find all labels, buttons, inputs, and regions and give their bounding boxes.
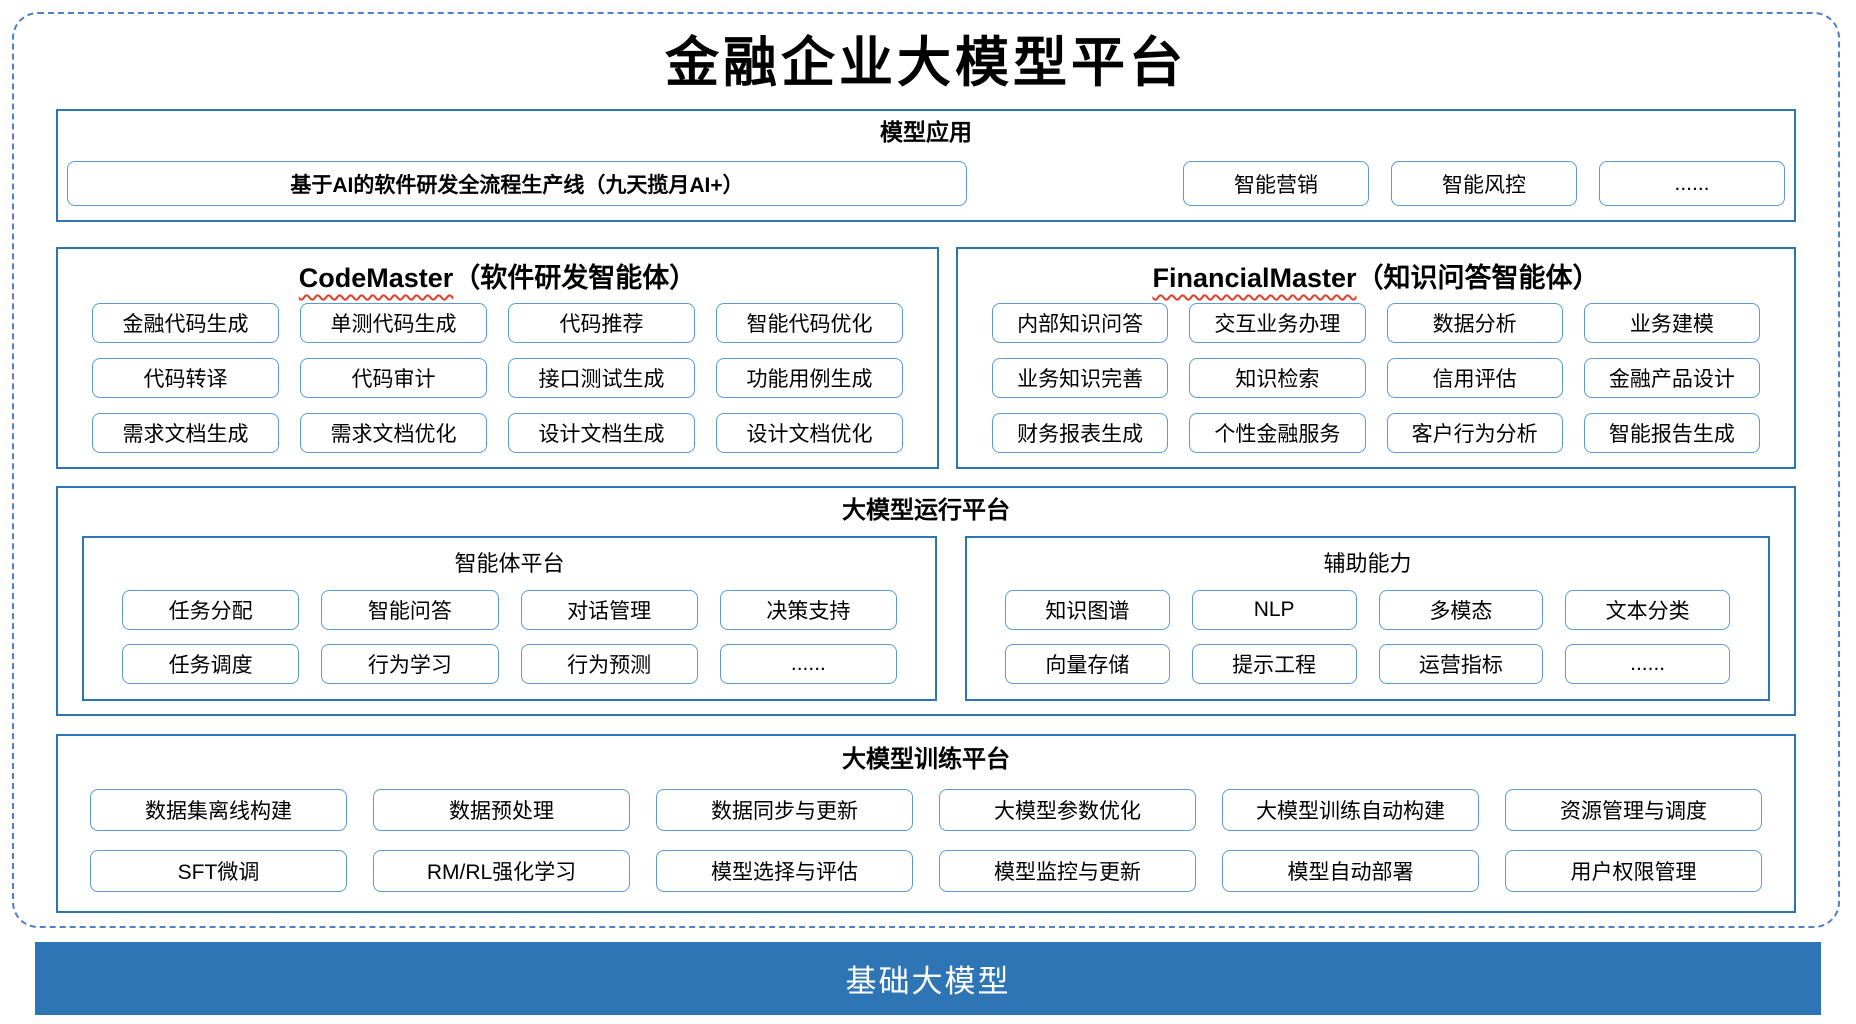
codemaster-item: 接口测试生成 — [508, 358, 695, 398]
training-item: SFT微调 — [90, 850, 347, 892]
model-apps-row: 基于AI的软件研发全流程生产线（九天揽月AI+） 智能营销 智能风控 .....… — [58, 161, 1794, 206]
training-item: 资源管理与调度 — [1505, 789, 1762, 831]
page-title: 金融企业大模型平台 — [665, 30, 1187, 94]
runtime-platform-title: 大模型运行平台 — [842, 497, 1010, 524]
codemaster-grid: 金融代码生成 单测代码生成 代码推荐 智能代码优化 代码转译 代码审计 接口测试… — [58, 295, 937, 453]
agent-platform-item: 任务调度 — [122, 644, 300, 684]
aux-capabilities-grid: 知识图谱 NLP 多模态 文本分类 向量存储 提示工程 运营指标 ...... — [967, 578, 1768, 684]
agent-platform-grid: 任务分配 智能问答 对话管理 决策支持 任务调度 行为学习 行为预测 .....… — [84, 578, 935, 684]
aux-capability-item: 向量存储 — [1005, 644, 1170, 684]
section-financialmaster: FinancialMaster（知识问答智能体） 内部知识问答 交互业务办理 数… — [956, 247, 1796, 469]
training-item: 模型监控与更新 — [939, 850, 1196, 892]
app-item: ...... — [1599, 161, 1785, 206]
financialmaster-item: 数据分析 — [1386, 303, 1563, 343]
agent-platform-title: 智能体平台 — [454, 551, 565, 576]
base-model-bar: 基础大模型 — [35, 942, 1821, 1015]
training-platform-grid: 数据集离线构建 数据预处理 数据同步与更新 大模型参数优化 大模型训练自动构建 … — [58, 775, 1794, 892]
aux-capability-item: ...... — [1565, 644, 1730, 684]
financialmaster-item: 财务报表生成 — [992, 413, 1169, 453]
training-item: 数据同步与更新 — [656, 789, 913, 831]
financialmaster-grid: 内部知识问答 交互业务办理 数据分析 业务建模 业务知识完善 知识检索 信用评估… — [958, 295, 1794, 453]
financialmaster-title-suffix: （知识问答智能体） — [1356, 263, 1600, 293]
section-training-platform: 大模型训练平台 数据集离线构建 数据预处理 数据同步与更新 大模型参数优化 大模… — [56, 734, 1796, 913]
platform-dashed-frame: 金融企业大模型平台 模型应用 基于AI的软件研发全流程生产线（九天揽月AI+） … — [12, 12, 1840, 928]
codemaster-item: 需求文档生成 — [92, 413, 279, 453]
aux-capability-item: 运营指标 — [1378, 644, 1544, 684]
codemaster-item: 智能代码优化 — [716, 303, 903, 343]
codemaster-item: 代码推荐 — [508, 303, 695, 343]
codemaster-title-suffix: （软件研发智能体） — [453, 263, 697, 293]
aux-capability-item: 提示工程 — [1191, 644, 1357, 684]
aux-capability-item: 多模态 — [1378, 590, 1544, 630]
training-item: 数据集离线构建 — [90, 789, 347, 831]
financialmaster-title-latin: FinancialMaster — [1152, 263, 1357, 293]
codemaster-item: 需求文档优化 — [300, 413, 487, 453]
training-item: RM/RL强化学习 — [373, 850, 630, 892]
app-item: 智能营销 — [1183, 161, 1369, 206]
agent-platform-item: 行为学习 — [321, 644, 499, 684]
app-item-ai-pipeline: 基于AI的软件研发全流程生产线（九天揽月AI+） — [67, 161, 967, 206]
financialmaster-item: 知识检索 — [1189, 358, 1366, 398]
training-item: 大模型参数优化 — [939, 789, 1196, 831]
codemaster-item: 代码审计 — [300, 358, 487, 398]
financialmaster-item: 金融产品设计 — [1583, 358, 1760, 398]
financialmaster-item: 智能报告生成 — [1583, 413, 1760, 453]
aux-capability-item: 知识图谱 — [1005, 590, 1170, 630]
financialmaster-title: FinancialMaster（知识问答智能体） — [958, 249, 1794, 295]
aux-capability-item: 文本分类 — [1565, 590, 1730, 630]
financialmaster-item: 业务建模 — [1583, 303, 1760, 343]
agent-platform-item: 智能问答 — [321, 590, 499, 630]
agent-platform-item: ...... — [719, 644, 897, 684]
codemaster-item: 功能用例生成 — [716, 358, 903, 398]
financialmaster-item: 信用评估 — [1386, 358, 1563, 398]
agents-row: CodeMaster（软件研发智能体） 金融代码生成 单测代码生成 代码推荐 智… — [56, 247, 1796, 469]
codemaster-item: 设计文档生成 — [508, 413, 695, 453]
agent-platform-item: 任务分配 — [122, 590, 300, 630]
codemaster-item: 金融代码生成 — [92, 303, 279, 343]
financialmaster-item: 个性金融服务 — [1189, 413, 1366, 453]
training-item: 大模型训练自动构建 — [1222, 789, 1479, 831]
codemaster-title-latin: CodeMaster — [298, 263, 454, 293]
codemaster-title: CodeMaster（软件研发智能体） — [58, 249, 937, 295]
financialmaster-item: 内部知识问答 — [992, 303, 1169, 343]
financialmaster-item: 业务知识完善 — [992, 358, 1169, 398]
training-item: 模型选择与评估 — [656, 850, 913, 892]
subsection-agent-platform: 智能体平台 任务分配 智能问答 对话管理 决策支持 任务调度 行为学习 行为预测… — [82, 536, 937, 701]
codemaster-item: 设计文档优化 — [716, 413, 903, 453]
agent-platform-item: 行为预测 — [520, 644, 698, 684]
financialmaster-item: 客户行为分析 — [1386, 413, 1563, 453]
aux-capability-item: NLP — [1191, 590, 1357, 630]
section-runtime-platform: 大模型运行平台 智能体平台 任务分配 智能问答 对话管理 决策支持 任务调度 行… — [56, 486, 1796, 716]
agent-platform-item: 对话管理 — [520, 590, 698, 630]
codemaster-item: 代码转译 — [92, 358, 279, 398]
training-platform-title: 大模型训练平台 — [842, 746, 1010, 773]
runtime-subsections-row: 智能体平台 任务分配 智能问答 对话管理 决策支持 任务调度 行为学习 行为预测… — [58, 536, 1794, 701]
section-model-apps: 模型应用 基于AI的软件研发全流程生产线（九天揽月AI+） 智能营销 智能风控 … — [56, 109, 1796, 222]
aux-capabilities-title: 辅助能力 — [1323, 551, 1412, 576]
section-model-apps-title: 模型应用 — [880, 119, 972, 145]
app-item: 智能风控 — [1391, 161, 1577, 206]
training-item: 用户权限管理 — [1505, 850, 1762, 892]
codemaster-item: 单测代码生成 — [300, 303, 487, 343]
section-codemaster: CodeMaster（软件研发智能体） 金融代码生成 单测代码生成 代码推荐 智… — [56, 247, 939, 469]
agent-platform-item: 决策支持 — [719, 590, 897, 630]
financialmaster-item: 交互业务办理 — [1189, 303, 1366, 343]
subsection-aux-capabilities: 辅助能力 知识图谱 NLP 多模态 文本分类 向量存储 提示工程 运营指标 ..… — [965, 536, 1770, 701]
training-item: 模型自动部署 — [1222, 850, 1479, 892]
training-item: 数据预处理 — [373, 789, 630, 831]
